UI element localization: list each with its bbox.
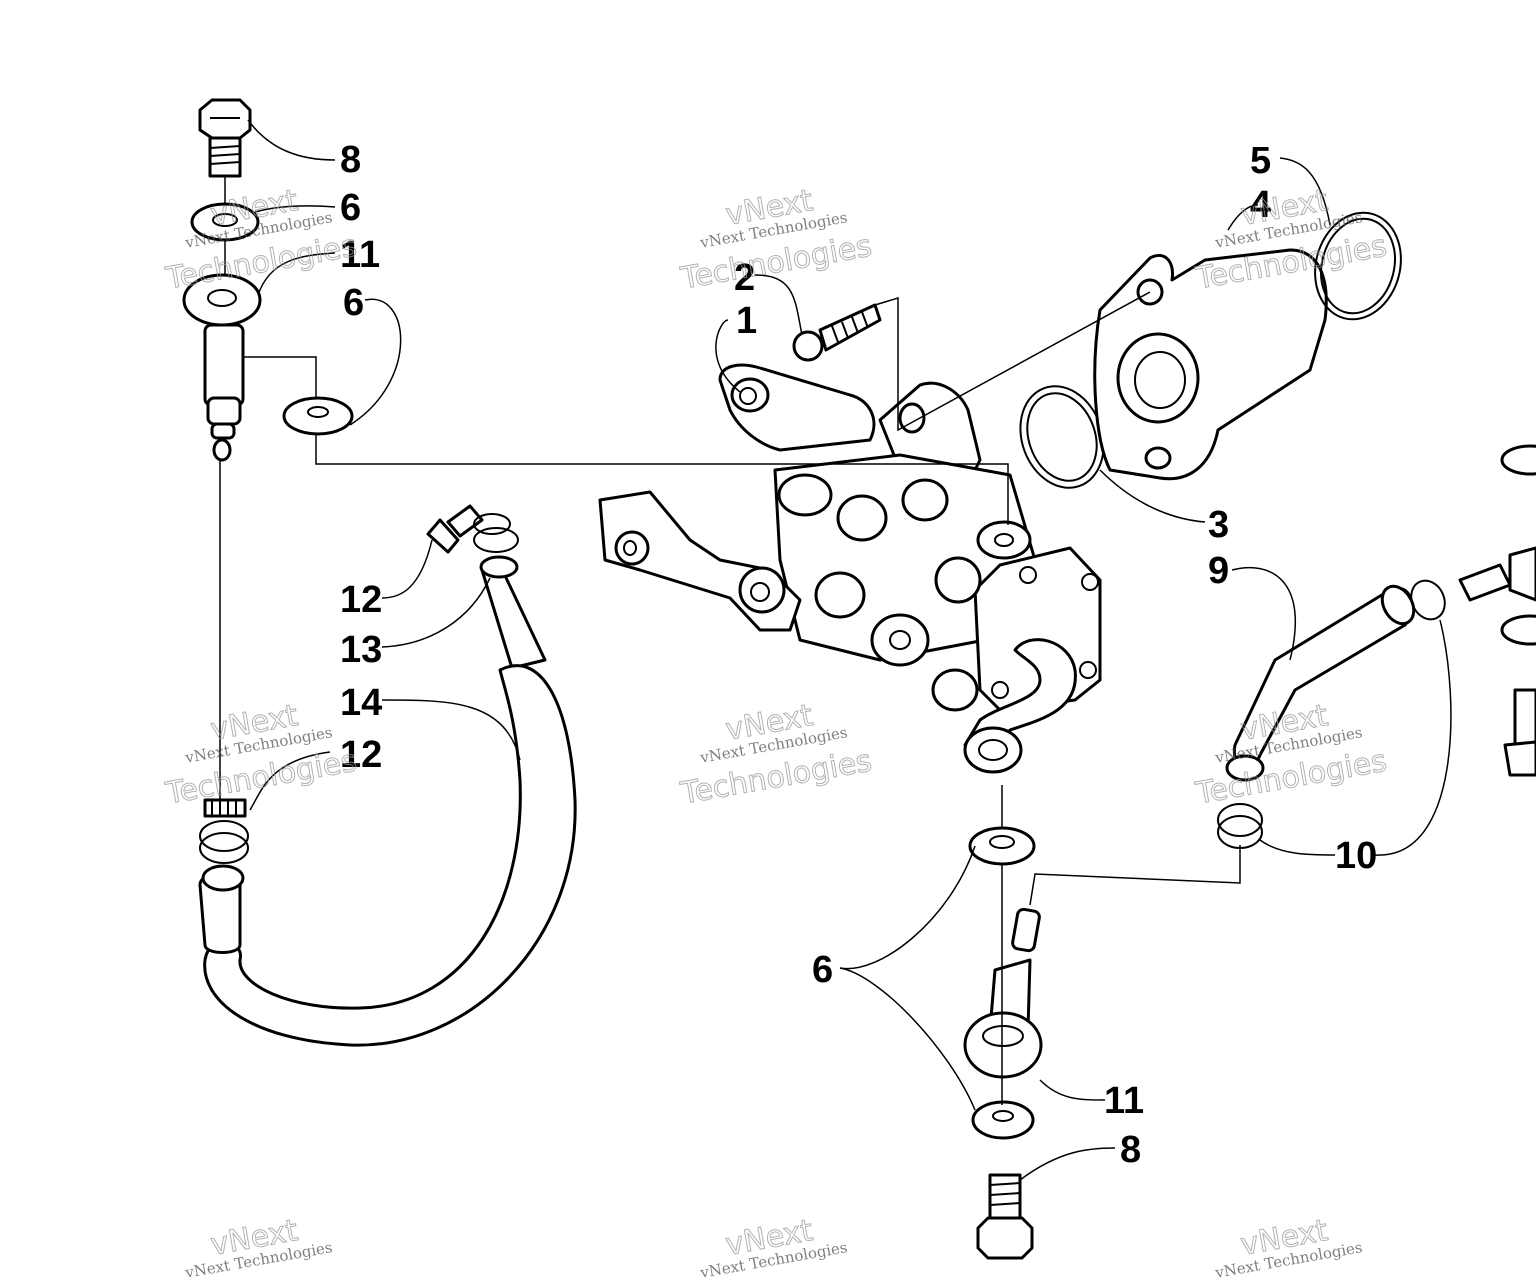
callout-14: 14 — [340, 682, 382, 724]
part-hose — [198, 555, 577, 1047]
part-washer-bottom-upper — [968, 826, 1036, 866]
callout-12-upper: 12 — [340, 579, 382, 621]
callout-labels: 8 6 11 6 12 13 14 12 1 2 3 4 5 9 10 6 11… — [340, 139, 1377, 1171]
part-fitting-right — [1458, 444, 1536, 777]
callout-8-top: 8 — [340, 139, 361, 181]
part-housing — [1093, 248, 1328, 481]
callout-1: 1 — [736, 300, 757, 342]
callout-9: 9 — [1208, 550, 1229, 592]
part-o-ring-5 — [1314, 211, 1402, 321]
callout-3: 3 — [1208, 504, 1229, 546]
callout-13: 13 — [340, 629, 382, 671]
callout-5: 5 — [1250, 140, 1271, 182]
part-clamp-upper — [426, 504, 519, 554]
part-clamp-lower — [199, 798, 249, 864]
callout-11-bottom: 11 — [1104, 1080, 1144, 1122]
leader-lines — [247, 119, 1452, 1181]
part-pump-body — [598, 363, 1102, 774]
callout-6-bottom: 6 — [812, 949, 833, 991]
part-bolt-top — [198, 98, 252, 178]
callout-10: 10 — [1335, 835, 1377, 877]
part-bolt-bottom — [976, 1173, 1034, 1260]
part-hose-9 — [1225, 584, 1416, 782]
callout-6-mid: 6 — [343, 282, 364, 324]
callout-11-top: 11 — [340, 234, 380, 276]
part-banjo-fitting-top — [182, 273, 262, 462]
part-screw — [792, 303, 882, 362]
part-banjo-fitting-bottom — [963, 907, 1043, 1079]
callout-12-lower: 12 — [340, 734, 382, 776]
assembly-lines — [219, 176, 1241, 1105]
callout-4: 4 — [1250, 184, 1271, 226]
callout-2: 2 — [734, 257, 755, 299]
callout-6-top: 6 — [340, 187, 361, 229]
callout-8-bottom: 8 — [1120, 1129, 1141, 1171]
